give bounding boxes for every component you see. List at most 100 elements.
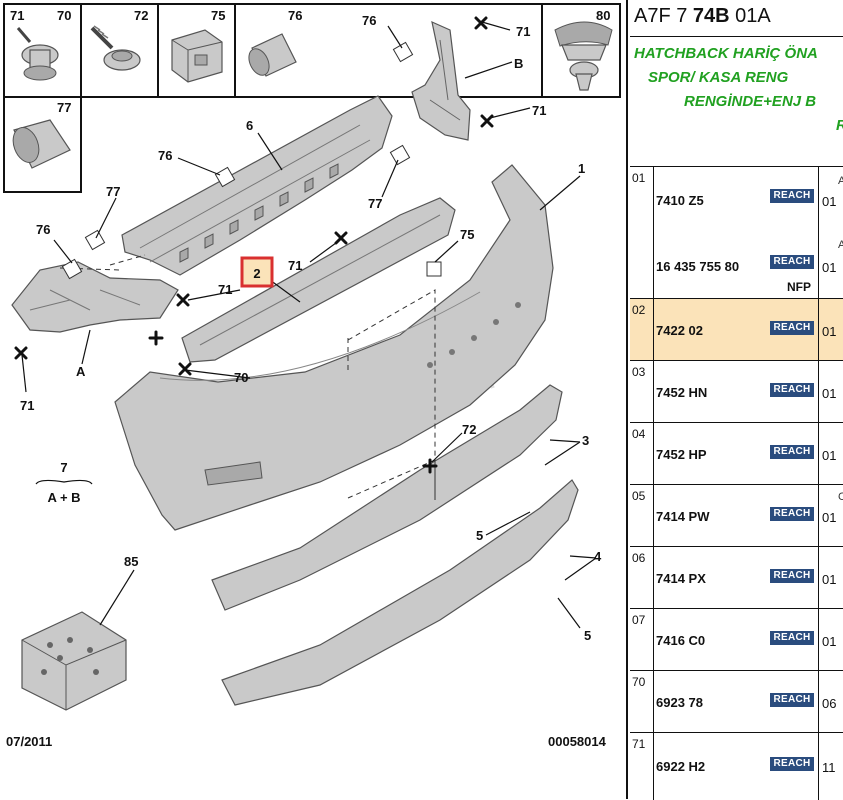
part-number[interactable]: 7452 HP <box>656 447 707 462</box>
reach-badge: REACH <box>770 445 814 459</box>
row-index: 70 <box>632 675 646 689</box>
table-row[interactable]: 01 7410 Z5 REACH 01 A 16 435 755 80 REAC… <box>630 167 843 299</box>
reach-badge: REACH <box>770 757 814 771</box>
callout-5-lower: 5 <box>584 628 591 643</box>
callout-76-top: 76 <box>362 13 376 28</box>
group-code: 74B <box>692 5 730 27</box>
nfp-marker: NFP <box>787 280 811 294</box>
part-number[interactable]: 7422 02 <box>656 323 703 338</box>
part-number[interactable]: 6923 78 <box>656 695 703 710</box>
callout-71-top: 71 <box>516 24 530 39</box>
table-row-selected[interactable]: 02 7422 02 REACH 01 <box>630 299 843 361</box>
table-row[interactable]: 06 7414 PX REACH 01 <box>630 547 843 609</box>
variant-note-line: R <box>836 117 843 134</box>
callout-85: 85 <box>124 554 138 569</box>
push-clip-icon <box>554 21 613 91</box>
table-row[interactable]: 71 6922 H2 REACH 11 <box>630 733 843 800</box>
inset-label-71: 71 <box>10 8 24 23</box>
part-number[interactable]: 7416 C0 <box>656 633 706 648</box>
callout-77-left: 77 <box>106 184 120 199</box>
reach-badge: REACH <box>770 693 814 707</box>
callout-6: 6 <box>246 118 253 133</box>
quantity: 01 <box>822 194 837 209</box>
inset-label-80: 80 <box>596 8 610 23</box>
trim-strip-3-drawing <box>211 384 563 611</box>
row-index: 06 <box>632 551 646 565</box>
part-number[interactable]: 7452 HN <box>656 385 708 400</box>
row-note: C <box>838 491 843 503</box>
screw-washer-icon <box>16 27 59 81</box>
variant-note: HATCHBACK HARİÇ ÖNA SPOR/ KASA RENG RENG… <box>630 36 843 165</box>
bracket-b-drawing <box>411 20 471 141</box>
row-index: 04 <box>632 427 646 441</box>
expansion-nut-icon <box>12 119 71 169</box>
table-row[interactable]: 04 7452 HP REACH 01 <box>630 423 843 485</box>
callout-b: B <box>514 56 523 71</box>
sheet-code: 01A <box>729 5 771 27</box>
inset-label-76: 76 <box>288 8 302 23</box>
row-index: 05 <box>632 489 646 503</box>
reinforcement-beam-drawing <box>181 197 456 363</box>
quantity: 01 <box>822 260 837 275</box>
quantity: 01 <box>822 324 837 339</box>
highlighted-part-box[interactable] <box>240 256 274 288</box>
table-row[interactable]: 70 6923 78 REACH 06 <box>630 671 843 733</box>
part-number[interactable]: 6922 H2 <box>656 759 706 774</box>
self-tapping-screw-icon <box>90 25 141 71</box>
callout-71-b: 71 <box>532 103 546 118</box>
reach-badge: REACH <box>770 507 814 521</box>
part-number[interactable]: 7414 PX <box>656 571 706 586</box>
table-row[interactable]: 03 7452 HN REACH 01 <box>630 361 843 423</box>
quantity: 06 <box>822 696 837 711</box>
assembly-label: 7 <box>60 460 67 475</box>
quantity: 01 <box>822 510 837 525</box>
quantity: 01 <box>822 386 837 401</box>
fastener-markers <box>14 16 494 474</box>
callout-71-bottom: 71 <box>20 398 34 413</box>
inset-label-75: 75 <box>211 8 225 23</box>
callout-1: 1 <box>578 161 585 176</box>
callout-70: 70 <box>234 370 248 385</box>
row-index: 01 <box>632 171 646 185</box>
trim-strip-4-drawing <box>221 479 579 706</box>
reach-badge: REACH <box>770 255 814 269</box>
table-row[interactable]: 05 7414 PW REACH 01 C <box>630 485 843 547</box>
callout-71-mid: 71 <box>288 258 302 273</box>
leader-lines <box>21 21 597 629</box>
bumper-cover-drawing <box>114 164 554 531</box>
callout-76-mid: 76 <box>158 148 172 163</box>
reach-badge: REACH <box>770 321 814 335</box>
quantity: 01 <box>822 634 837 649</box>
assembly-formula: A + B <box>47 490 80 505</box>
bracket-a-drawing <box>11 261 179 333</box>
row-index: 71 <box>632 737 646 751</box>
part-number[interactable]: 7414 PW <box>656 509 710 524</box>
plastic-rivet-icon <box>248 33 297 77</box>
figure-number: 00058014 <box>548 734 607 749</box>
callout-5-upper: 5 <box>476 528 483 543</box>
table-row[interactable]: 07 7416 C0 REACH 01 <box>630 609 843 671</box>
callout-a: A <box>76 364 86 379</box>
callout-3: 3 <box>582 433 589 448</box>
callout-72: 72 <box>462 422 476 437</box>
inset-label-77: 77 <box>57 100 71 115</box>
callout-4: 4 <box>594 549 602 564</box>
row-index: 07 <box>632 613 646 627</box>
parts-list-panel: A7F 7 74B 01A HATCHBACK HARİÇ ÖNA SPOR/ … <box>626 0 843 800</box>
row-index: 03 <box>632 365 646 379</box>
inset-label-72: 72 <box>134 8 148 23</box>
part-number-alt[interactable]: 16 435 755 80 <box>656 259 740 274</box>
callout-77-right: 77 <box>368 196 382 211</box>
variant-note-line: SPOR/ KASA RENG <box>648 69 789 86</box>
part-number[interactable]: 7410 Z5 <box>656 193 704 208</box>
assembly-legend: 7 A + B <box>35 460 93 505</box>
clip-nut-icon <box>171 29 223 83</box>
parts-table: 01 7410 Z5 REACH 01 A 16 435 755 80 REAC… <box>630 166 843 800</box>
reach-badge: REACH <box>770 569 814 583</box>
highlighted-part-label[interactable]: 2 <box>253 266 260 281</box>
date-code: 07/2011 <box>6 734 52 749</box>
callout-75: 75 <box>460 227 474 242</box>
diagram-reference-header: A7F 7 74B 01A <box>630 0 843 32</box>
reach-badge: REACH <box>770 383 814 397</box>
reach-badge: REACH <box>770 631 814 645</box>
